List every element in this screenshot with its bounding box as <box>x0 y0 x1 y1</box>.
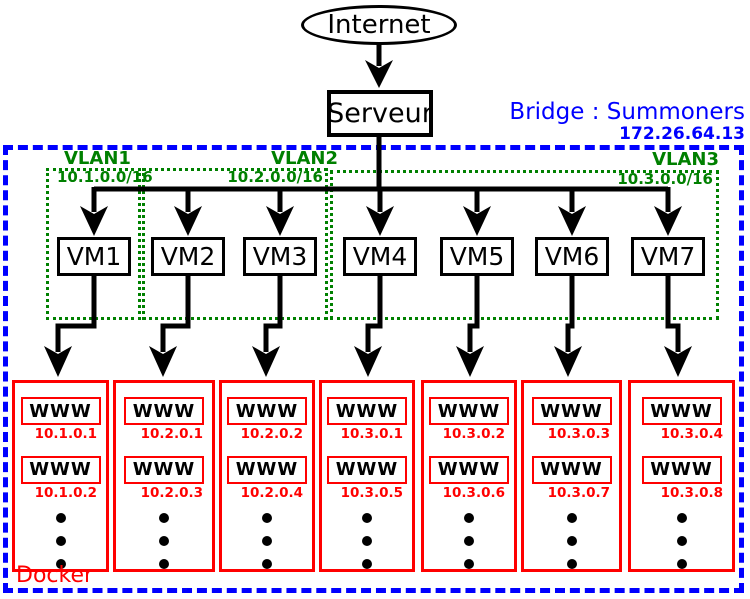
vm2-node: VM2 <box>151 237 225 276</box>
vm-to-docker-arrows <box>44 275 692 377</box>
docker-column-1: WWW 10.1.0.1 WWW 10.1.0.2 <box>12 380 109 572</box>
container-ip: 10.2.0.3 <box>140 484 203 501</box>
vlan2-name: VLAN2 <box>271 148 338 169</box>
vlan3-subnet: 10.3.0.0/16 <box>617 170 713 188</box>
arrow-to-vm3 <box>266 187 294 236</box>
arrow-to-vm6 <box>558 187 586 236</box>
container-ip: 10.1.0.2 <box>34 484 97 501</box>
arrow-vm3-docker <box>252 275 283 377</box>
bridge-ip: 172.26.64.13 <box>619 124 745 145</box>
container-box: WWW <box>641 455 722 484</box>
vlan1-name: VLAN1 <box>64 148 131 169</box>
container-ip: 10.1.0.1 <box>34 426 97 442</box>
docker-column-4: WWW 10.3.0.1 WWW 10.3.0.5 <box>319 380 415 572</box>
vlan1-subnet: 10.1.0.0/16 <box>57 168 153 186</box>
server-label: Serveur <box>327 98 433 129</box>
container-ip: 10.3.0.1 <box>340 426 403 442</box>
container-box: WWW <box>227 397 307 425</box>
container-box: WWW <box>641 397 722 425</box>
container-ip: 10.3.0.8 <box>660 484 723 501</box>
internet-label: Internet <box>327 10 431 40</box>
container-ip: 10.3.0.3 <box>547 426 610 442</box>
vlan2-boundary <box>142 168 328 320</box>
container-ip: 10.2.0.1 <box>140 426 203 442</box>
ellipsis-dots <box>222 513 312 570</box>
vm6-node: VM6 <box>535 237 609 276</box>
bridge-caption: Bridge : Summoners 172.26.64.13 <box>509 99 745 145</box>
arrow-to-vm5 <box>463 187 491 236</box>
container-ip: 10.3.0.7 <box>547 484 610 501</box>
ellipsis-dots <box>424 513 514 570</box>
ellipsis-dots <box>116 513 212 570</box>
arrow-to-vm4 <box>366 187 394 236</box>
docker-column-3: WWW 10.2.0.2 WWW 10.2.0.4 <box>219 380 315 572</box>
arrow-to-vm2 <box>174 187 202 236</box>
container-box: WWW <box>124 455 204 484</box>
container-box: WWW <box>327 455 407 484</box>
arrow-vm6-docker <box>554 275 582 377</box>
container-box: WWW <box>531 455 612 484</box>
vm3-node: VM3 <box>243 237 317 276</box>
container-ip: 10.3.0.6 <box>442 484 505 501</box>
vm5-node: VM5 <box>440 237 514 276</box>
container-box: WWW <box>227 455 307 484</box>
container-box: WWW <box>531 397 612 425</box>
arrow-vm5-docker <box>456 275 484 377</box>
container-ip: 10.2.0.2 <box>240 426 303 442</box>
server-node: Serveur <box>327 90 433 137</box>
vlan3-boundary <box>330 170 719 320</box>
container-box: WWW <box>327 397 407 425</box>
arrow-vm1-docker <box>44 275 97 377</box>
ellipsis-dots <box>631 513 732 570</box>
container-box: WWW <box>124 397 204 425</box>
vm1-node: VM1 <box>57 237 131 276</box>
vlan3-name: VLAN3 <box>652 149 719 170</box>
arrow-to-vm1 <box>80 187 108 236</box>
internet-to-server-arrow <box>365 43 393 88</box>
arrow-vm7-docker <box>664 275 692 377</box>
container-ip: 10.3.0.4 <box>660 426 723 442</box>
vm4-node: VM4 <box>343 237 417 276</box>
container-ip: 10.2.0.4 <box>240 484 303 501</box>
bus-to-vm-arrows <box>80 187 682 236</box>
container-box: WWW <box>20 455 101 484</box>
docker-column-7: WWW 10.3.0.4 WWW 10.3.0.8 <box>628 380 735 572</box>
arrow-to-vm7 <box>654 187 682 236</box>
container-box: WWW <box>429 397 509 425</box>
ellipsis-dots <box>322 513 412 570</box>
bridge-name: Bridge : Summoners <box>509 99 745 125</box>
arrow-vm2-docker <box>149 275 191 377</box>
docker-column-5: WWW 10.3.0.2 WWW 10.3.0.6 <box>421 380 517 572</box>
container-box: WWW <box>429 455 509 484</box>
container-ip: 10.3.0.2 <box>442 426 505 442</box>
internet-node: Internet <box>301 5 457 45</box>
docker-column-2: WWW 10.2.0.1 WWW 10.2.0.3 <box>113 380 215 572</box>
docker-column-6: WWW 10.3.0.3 WWW 10.3.0.7 <box>521 380 622 572</box>
ellipsis-dots <box>15 513 106 570</box>
vm7-node: VM7 <box>631 237 705 276</box>
container-box: WWW <box>20 397 101 425</box>
vlan2-subnet: 10.2.0.0/16 <box>227 168 323 186</box>
arrow-vm4-docker <box>354 275 383 377</box>
container-ip: 10.3.0.5 <box>340 484 403 501</box>
bridge-boundary <box>3 145 744 593</box>
docker-label: Docker <box>16 563 94 588</box>
ellipsis-dots <box>524 513 619 570</box>
